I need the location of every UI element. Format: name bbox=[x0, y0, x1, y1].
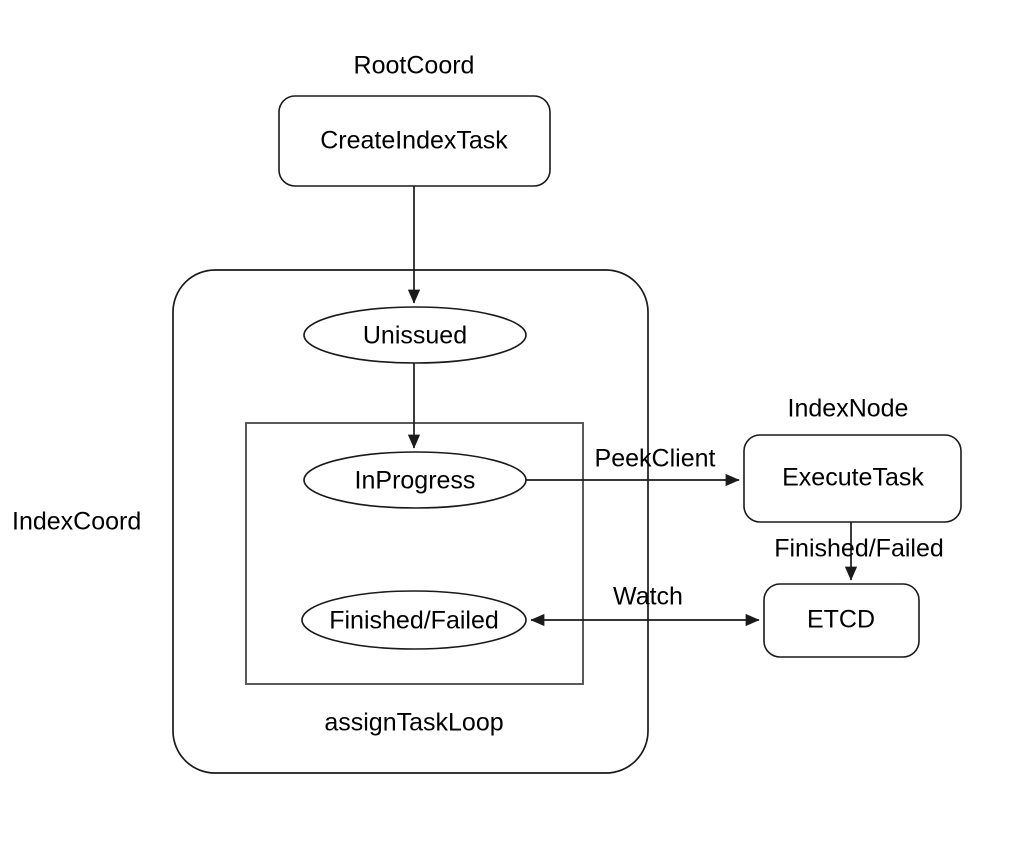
group-index-coord-label: IndexCoord bbox=[12, 508, 141, 536]
node-execute-task[interactable]: ExecuteTask bbox=[743, 434, 962, 523]
node-create-index-task[interactable]: CreateIndexTask bbox=[278, 95, 551, 187]
node-unissued[interactable]: Unissued bbox=[303, 306, 527, 364]
group-index-node-label: IndexNode bbox=[788, 395, 909, 423]
node-etcd-shape[interactable] bbox=[763, 583, 920, 658]
node-in-progress-shape[interactable] bbox=[303, 451, 527, 509]
node-execute-task-label: ExecuteTask bbox=[782, 464, 924, 492]
node-unissued-shape[interactable] bbox=[303, 306, 527, 364]
edge-label-peek-client: PeekClient bbox=[595, 445, 716, 473]
group-index-coord-boundary bbox=[172, 269, 649, 774]
node-finished-failed[interactable]: Finished/Failed bbox=[301, 590, 527, 650]
edge-label-finished-failed: Finished/Failed bbox=[774, 535, 944, 563]
node-etcd[interactable]: ETCD bbox=[763, 583, 920, 658]
node-create-index-task-shape[interactable] bbox=[278, 95, 551, 187]
group-root-coord-label: RootCoord bbox=[354, 52, 475, 80]
group-assign-task-loop-label: assignTaskLoop bbox=[324, 709, 503, 737]
edge-label-watch: Watch bbox=[613, 583, 683, 611]
node-execute-task-shape[interactable] bbox=[743, 434, 962, 523]
node-finished-failed-shape[interactable] bbox=[301, 590, 527, 650]
node-create-index-task-label: CreateIndexTask bbox=[320, 127, 508, 155]
node-unissued-label: Unissued bbox=[363, 322, 467, 350]
node-in-progress[interactable]: InProgress bbox=[303, 451, 527, 509]
node-etcd-label: ETCD bbox=[807, 606, 875, 634]
node-in-progress-label: InProgress bbox=[355, 467, 476, 495]
node-finished-failed-label: Finished/Failed bbox=[329, 607, 499, 635]
